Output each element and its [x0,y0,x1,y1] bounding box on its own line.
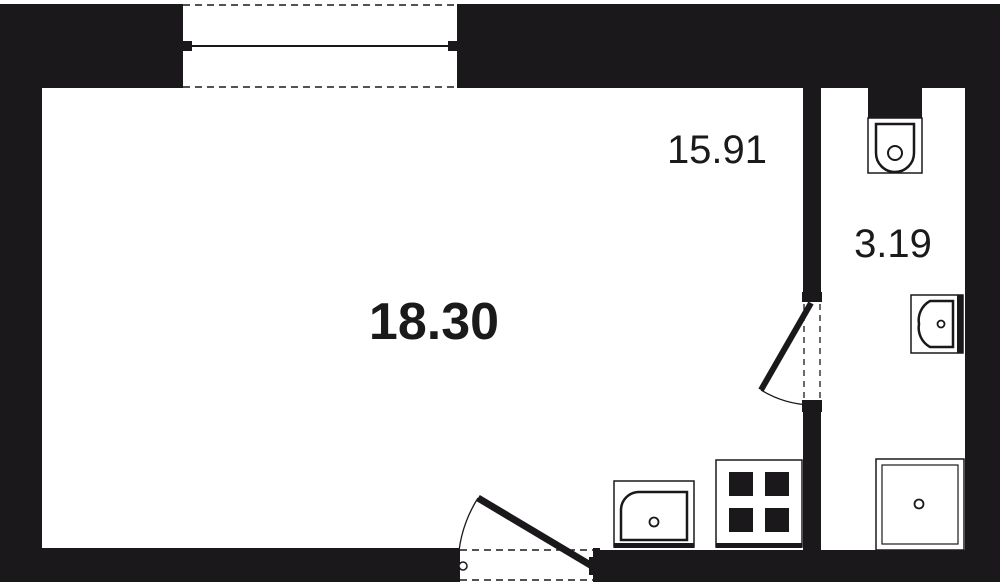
walls [0,4,1000,582]
burner-2 [765,472,789,496]
main-room-floor [42,88,803,548]
burner-1 [729,472,753,496]
partition-upper [803,88,821,298]
wall-top-right [462,4,1000,88]
burner-4 [765,508,789,532]
entrance-door [453,494,600,582]
cooktop [715,459,803,548]
bathroom-door [758,292,822,412]
wall-right [965,4,1000,582]
bathroom-area: 3.19 [854,222,932,266]
wall-bottom-left [0,548,455,582]
total-area: 18.30 [369,293,499,351]
burner-3 [729,508,753,532]
main-room-area: 15.91 [667,128,767,172]
bathroom-door-leaf [758,301,814,392]
shower-tray [875,458,965,551]
bathroom-door-swing [760,389,812,406]
entrance-door-leaf [476,494,594,570]
toilet [867,88,923,174]
bathroom-sink [910,294,964,354]
window [176,4,464,88]
entrance-door-swing [457,497,479,567]
partition-lower [803,410,821,552]
wall-left [0,4,42,582]
wall-bottom-right [598,550,1000,582]
kitchen-sink [613,480,695,548]
